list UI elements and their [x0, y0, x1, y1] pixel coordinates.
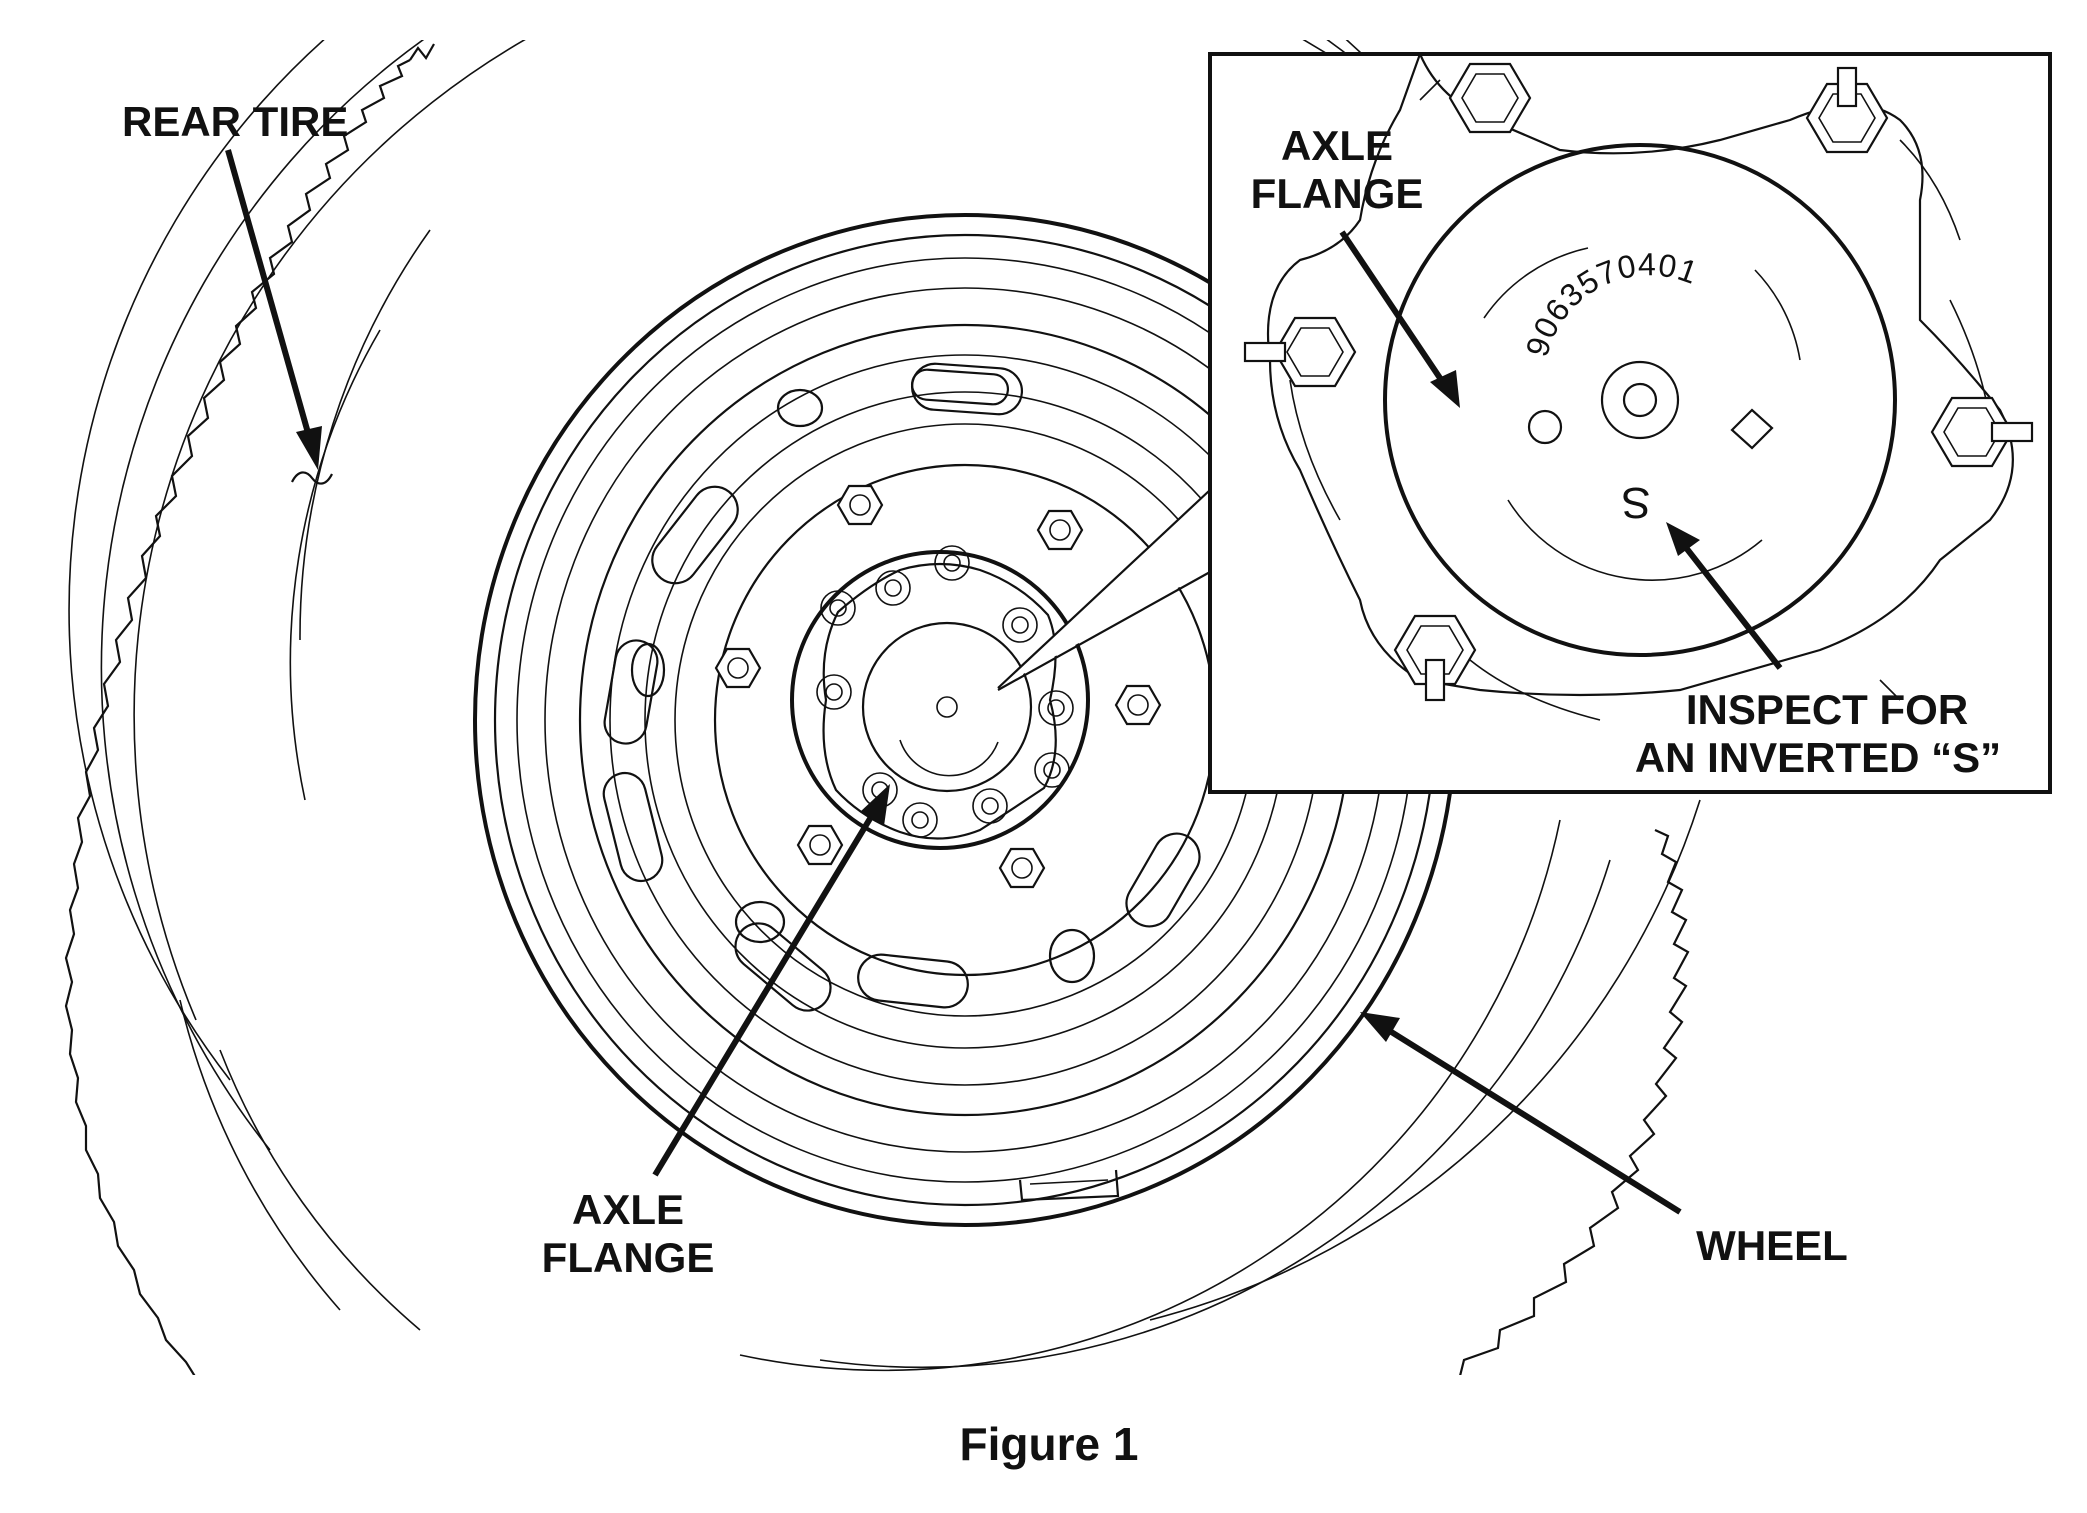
inset-axle-flange-label-line1: AXLE: [1281, 122, 1393, 169]
rear-tire-top-tread: [409, 43, 435, 61]
tire-sidewall-arc: [289, 329, 381, 801]
axle-flange-label-line2: FLANGE: [542, 1234, 715, 1281]
axle-flange-label-line1: AXLE: [572, 1186, 684, 1233]
inverted-s-stamp: S: [1621, 478, 1650, 527]
tire-sidewall-arc: [68, 40, 1441, 1081]
tire-sidewall-arc: [219, 1049, 421, 1331]
wheel-vent-slots: [602, 362, 1201, 1012]
wheel-hub: [790, 545, 1090, 850]
tire-sidewall-arc: [179, 999, 341, 1311]
tire-sidewall-arc: [1149, 799, 1701, 1321]
inspect-label-line2: AN INVERTED “S”: [1635, 734, 2001, 781]
detail-inset: 9063570401 S: [1208, 52, 2052, 794]
inset-axle-flange-label-line2: FLANGE: [1251, 170, 1424, 217]
tire-sidewall-arc: [819, 859, 1611, 1369]
main-illustration: [64, 40, 1701, 1375]
tire-sidewall-arc: [100, 40, 1481, 1151]
leader-arrows: [225, 149, 1783, 1215]
wheel-lug-nuts: [714, 484, 1162, 889]
tire-sidewall-arc: [133, 40, 1381, 1021]
tire-sidewall-arc: [739, 819, 1561, 1372]
figure-caption: Figure 1: [960, 1418, 1139, 1470]
callout-wedge: [997, 489, 1211, 691]
inset-stud-nuts: [1243, 62, 2034, 702]
rear-tire-tread-left: [64, 59, 411, 1375]
tire-sidewall-arc: [299, 229, 431, 641]
inspect-label-line1: INSPECT FOR: [1686, 686, 1968, 733]
rear-tire-tread-right: [1459, 829, 1690, 1375]
wheel-label: WHEEL: [1696, 1222, 1848, 1269]
rear-tire-squiggle-mark: [291, 471, 333, 485]
rear-tire-label: REAR TIRE: [122, 98, 348, 145]
